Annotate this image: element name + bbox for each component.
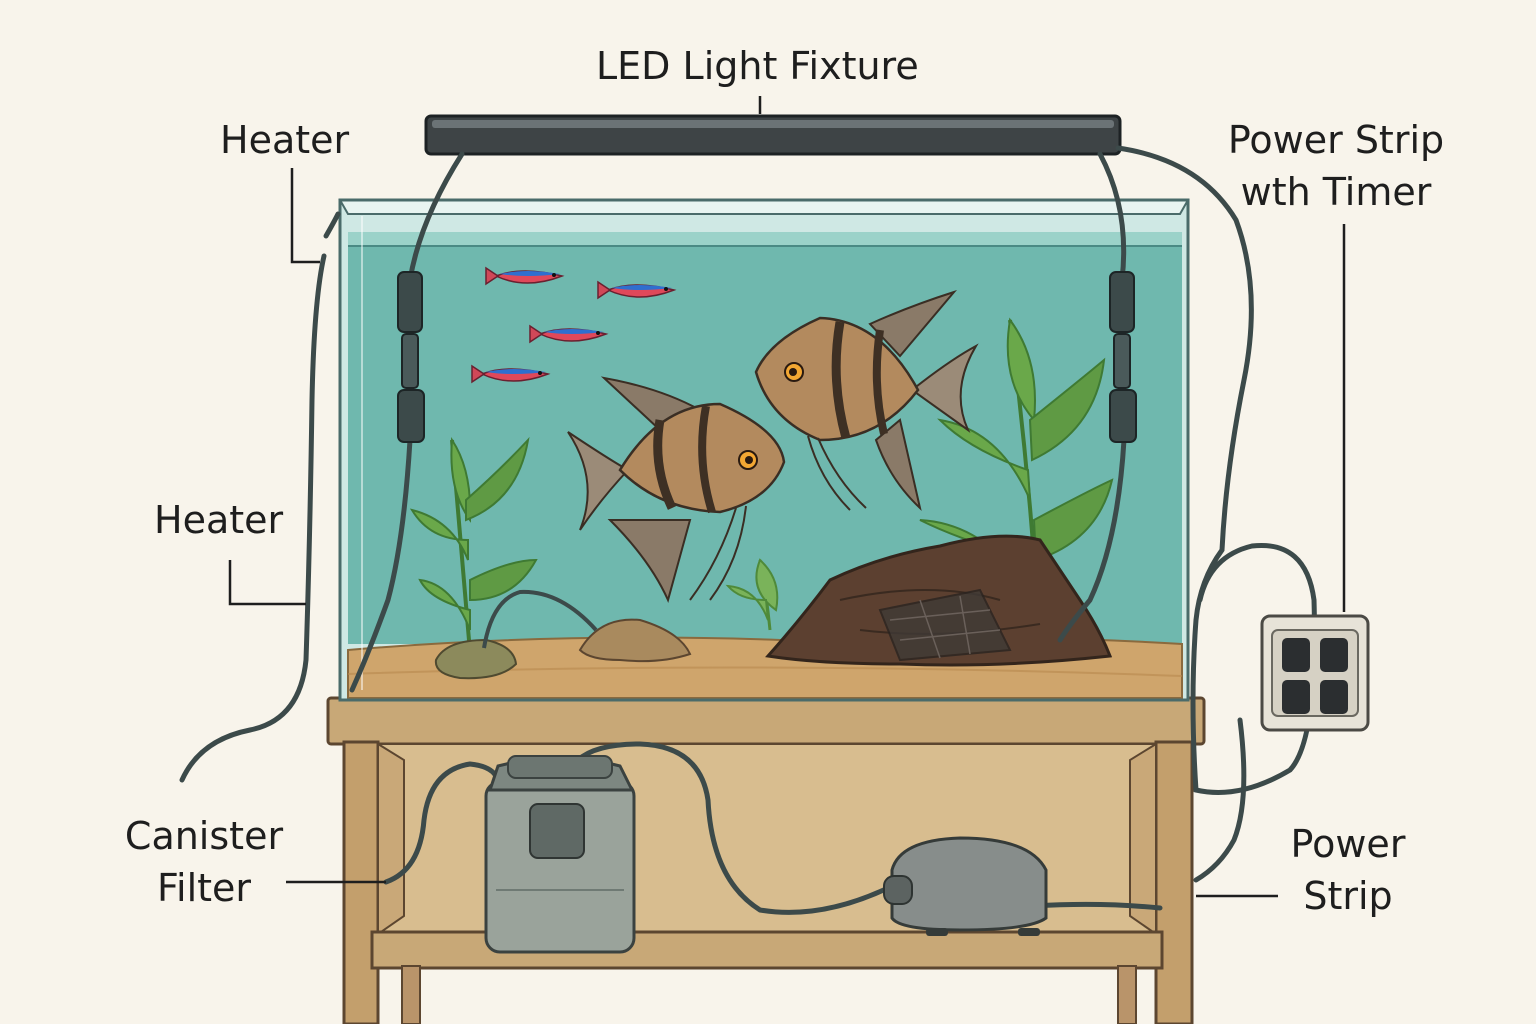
rock-left xyxy=(434,638,518,680)
rock-middle xyxy=(578,618,692,663)
led-light-fixture-label: LED Light Fixture xyxy=(596,44,919,88)
led-light-fixture xyxy=(424,114,1122,156)
heater-right xyxy=(1109,271,1137,443)
heater-left xyxy=(397,271,425,443)
stand xyxy=(326,696,1206,1024)
heater-top-label: Heater xyxy=(220,118,350,162)
aquatic-plant-left xyxy=(409,436,538,653)
leader-lines xyxy=(228,96,1346,898)
canister-filter xyxy=(484,755,636,954)
driftwood xyxy=(765,534,1113,667)
neon-tetra-3 xyxy=(529,324,609,344)
power-strip-label: Power Strip xyxy=(1290,822,1406,918)
neon-tetra-1 xyxy=(485,266,565,286)
neon-tetra-2 xyxy=(597,280,677,300)
angelfish-right xyxy=(754,289,979,511)
air-pump xyxy=(883,836,1048,936)
canister-filter-label: Canister Filter xyxy=(124,814,284,910)
power-strip-timer-label: Power Strip wth Timer xyxy=(1227,118,1445,214)
heater-mid-label: Heater xyxy=(154,498,284,542)
power-outlet xyxy=(1260,614,1370,732)
aquatic-plant-small xyxy=(725,558,779,631)
angelfish-left xyxy=(567,376,786,603)
cables xyxy=(179,145,1317,915)
airline-tube xyxy=(482,589,598,649)
neon-tetra-4 xyxy=(471,364,551,384)
